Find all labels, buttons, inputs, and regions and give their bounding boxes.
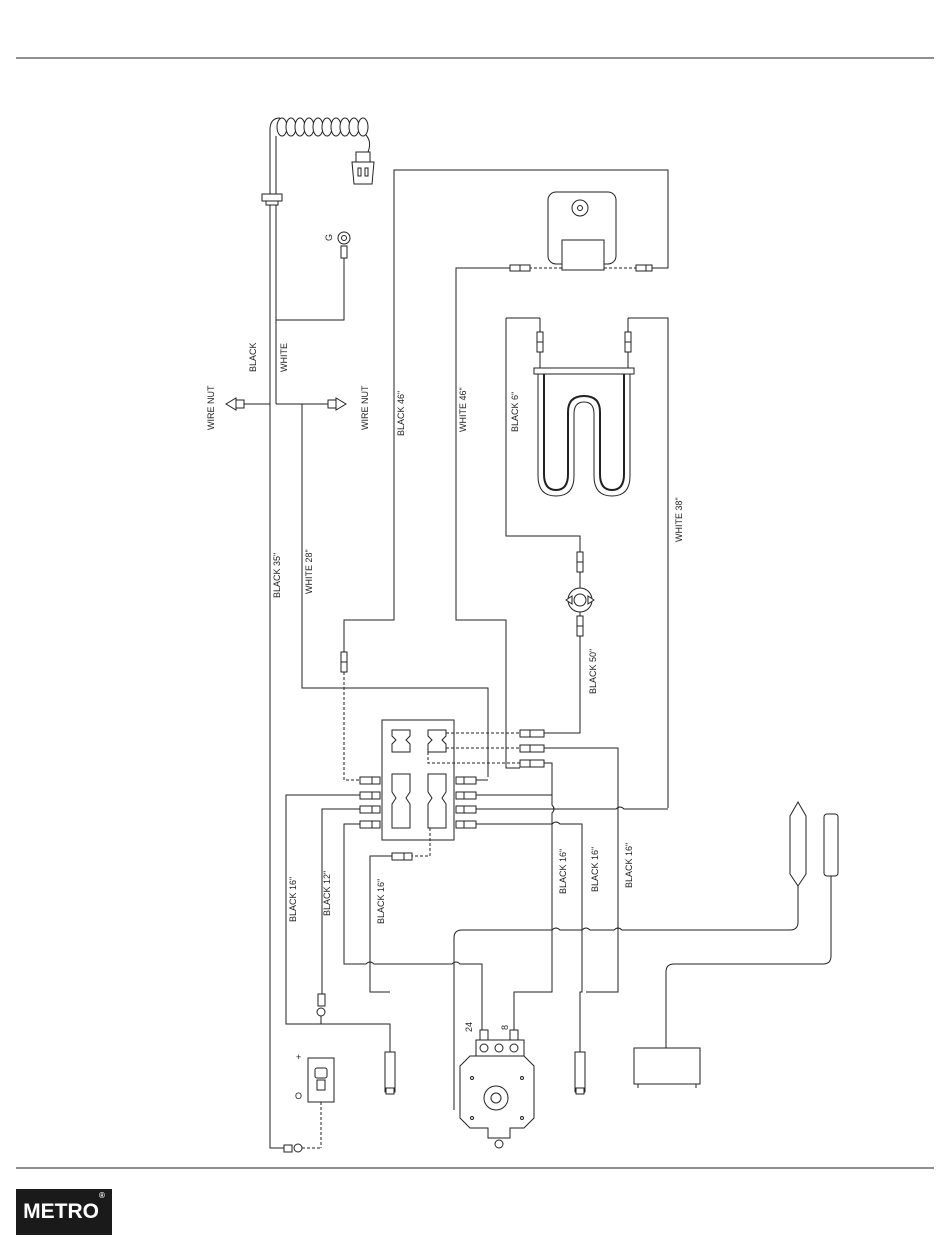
terminal-plug-left [385, 1052, 395, 1092]
switch-on-label: + [296, 1052, 301, 1062]
wire-nut-right-label: WIRE NUT [360, 385, 370, 430]
ground-label: G [324, 234, 334, 241]
switch-off-label: O [295, 1091, 302, 1101]
black-50-label: BLACK 50" [588, 649, 598, 694]
black-16-label-b: BLACK 16" [590, 847, 600, 892]
wire-nut-left-label: WIRE NUT [206, 385, 216, 430]
terminal-24-label: 24 [464, 1022, 474, 1032]
black-12-label: BLACK 12" [322, 871, 332, 916]
wire-nut-left-icon [226, 398, 236, 410]
white-46-label: WHITE 46" [458, 387, 468, 432]
black-16-label-c: BLACK 16" [624, 843, 634, 888]
coiled-cord [277, 118, 368, 136]
timer [460, 1030, 534, 1148]
ground-terminal-icon [338, 232, 350, 258]
fan-motor [548, 192, 616, 270]
temperature-probe [634, 802, 838, 1088]
power-plug-icon [352, 152, 374, 184]
black-label: BLACK [248, 342, 258, 372]
black-6-label: BLACK 6" [510, 392, 520, 432]
thermal-cutoff-icon [566, 588, 594, 612]
white-label: WHITE [279, 343, 289, 372]
white-38-label: WHITE 38" [674, 497, 684, 542]
black-16-mid-label: BLACK 16" [376, 879, 386, 924]
strain-relief [262, 194, 282, 201]
white-28-label: WHITE 28" [304, 549, 314, 594]
terminal-plug-right [575, 1052, 585, 1092]
switch-terminal-icon [317, 994, 325, 1016]
black-35-label: BLACK 35" [272, 553, 282, 598]
rocker-switch [308, 1058, 334, 1148]
power-cord [262, 118, 374, 205]
terminal-8-label: 8 [500, 1025, 510, 1030]
wire-nut-right-icon [336, 398, 346, 410]
black-46-label: BLACK 46" [396, 391, 406, 436]
black-16-label-a: BLACK 16" [558, 849, 568, 894]
black-16-left-label: BLACK 16" [288, 877, 298, 922]
metro-logo: METRO® [16, 1189, 112, 1235]
switch-block [382, 720, 454, 840]
